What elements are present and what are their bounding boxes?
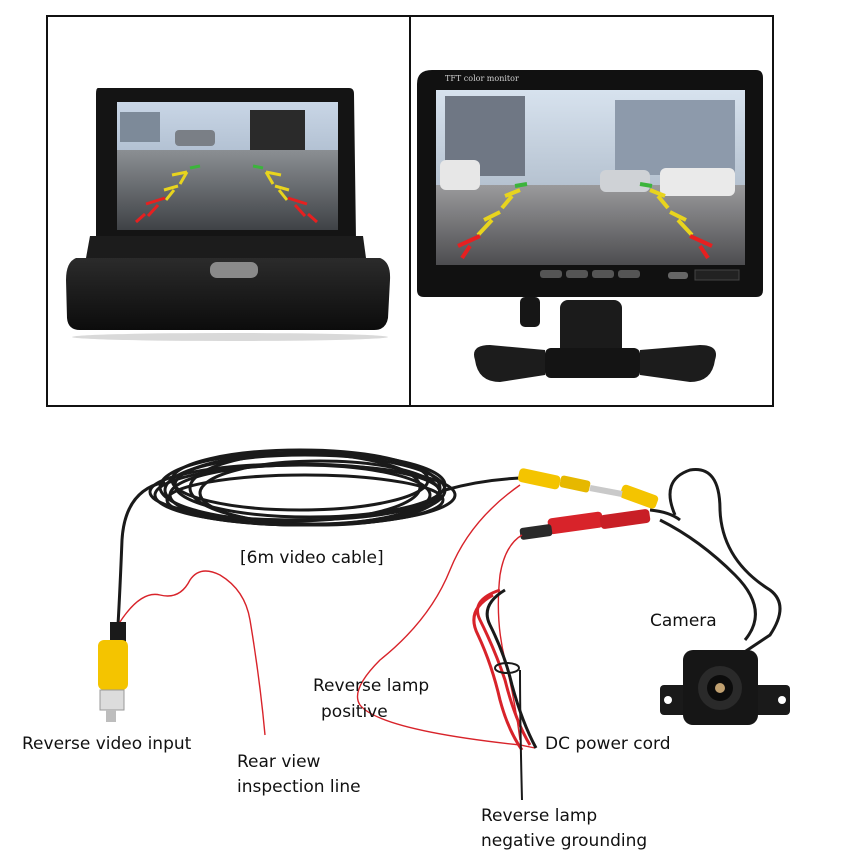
frame-divider: [409, 15, 411, 407]
red-wires: [117, 484, 536, 749]
reverse-lamp-positive-wire: [356, 484, 536, 749]
stand-monitor: TFT color monitor: [417, 70, 763, 382]
rear-view-inspection-line: [117, 570, 266, 736]
reverse-video-input-label: Reverse video input: [22, 734, 192, 754]
camera-unit: [660, 650, 790, 725]
rear-view-label-line2: inspection line: [237, 777, 361, 797]
video-cable-coil: [148, 448, 457, 527]
negative-grounding-label-line2: negative grounding: [481, 831, 648, 851]
dc-power-cord-label: DC power cord: [545, 734, 671, 754]
dc-power-cord-bundle: [472, 588, 538, 801]
rear-view-label-line1: Rear view: [237, 752, 321, 772]
rca-input-plug: [98, 622, 128, 722]
reverse-lamp-positive-label-line2: positive: [321, 702, 388, 722]
rca-connector-pair: [517, 468, 659, 509]
wiring-diagram: [98, 448, 790, 801]
camera-label: Camera: [650, 611, 717, 631]
monitor-brand-text: TFT color monitor: [445, 74, 519, 83]
camera-cable: [668, 468, 782, 657]
negative-grounding-label-line1: Reverse lamp: [481, 806, 598, 826]
reverse-lamp-positive-label-line1: Reverse lamp: [313, 676, 430, 696]
foldable-monitor: [66, 88, 391, 341]
video-cable-label: [6m video cable]: [240, 548, 384, 568]
fold-button: [210, 262, 258, 278]
dc-connector: [519, 508, 681, 540]
video-cable-left: [116, 480, 166, 626]
